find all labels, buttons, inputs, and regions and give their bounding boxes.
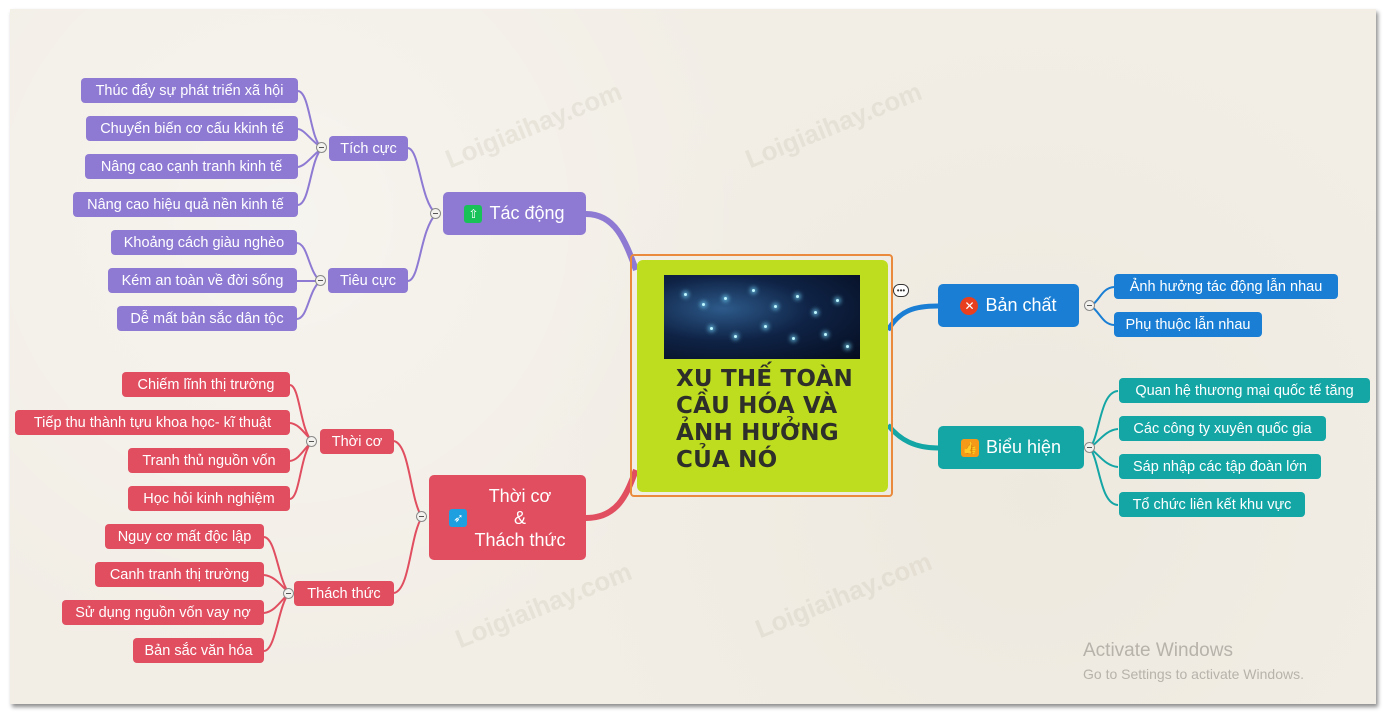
subtopic-tich-cuc[interactable]: Tích cực [329, 136, 408, 161]
leaf-node[interactable]: Nguy cơ mất độc lập [105, 524, 264, 549]
leaf-node[interactable]: Ảnh hưởng tác động lẫn nhau [1114, 274, 1338, 299]
leaf-node[interactable]: Tranh thủ nguồn vốn [128, 448, 290, 473]
subtopic-tieu-cuc[interactable]: Tiêu cực [328, 268, 408, 293]
topic-thoi-co-thach-thuc[interactable]: ➶ Thời cơ & Thách thức [429, 475, 586, 560]
leaf-node[interactable]: Nâng cao cạnh tranh kinh tế [85, 154, 298, 179]
topic-tac-dong[interactable]: ⇧ Tác động [443, 192, 586, 235]
subtopic-thoi-co[interactable]: Thời cơ [320, 429, 394, 454]
comment-icon[interactable]: ••• [893, 284, 909, 297]
collapse-toggle[interactable] [1084, 442, 1095, 453]
collapse-toggle[interactable] [283, 588, 294, 599]
leaf-node[interactable]: Chiếm lĩnh thị trường [122, 372, 290, 397]
leaf-node[interactable]: Sáp nhập các tập đoàn lớn [1119, 454, 1321, 479]
leaf-node[interactable]: Chuyển biến cơ cấu kkinh tế [86, 116, 298, 141]
central-topic-frame [630, 254, 893, 497]
leaf-node[interactable]: Canh tranh thị trường [95, 562, 264, 587]
subtopic-thach-thuc[interactable]: Thách thức [294, 581, 394, 606]
topic-bieu-hien[interactable]: 👍 Biểu hiện [938, 426, 1084, 469]
central-topic-title: XU THẾ TOÀN CẦU HÓA VÀ ẢNH HƯỞNG CỦA NÓ [676, 366, 853, 473]
x-circle-icon: ✕ [960, 296, 979, 315]
collapse-toggle[interactable] [416, 511, 427, 522]
world-network-map-image [664, 275, 860, 359]
collapse-toggle[interactable] [316, 142, 327, 153]
collapse-toggle[interactable] [306, 436, 317, 447]
collapse-toggle[interactable] [1084, 300, 1095, 311]
topic-ban-chat[interactable]: ✕ Bản chất [938, 284, 1079, 327]
thumbs-up-icon: 👍 [960, 438, 979, 457]
leaf-node[interactable]: Khoảng cách giàu nghèo [111, 230, 297, 255]
leaf-node[interactable]: Bản sắc văn hóa [133, 638, 264, 663]
leaf-node[interactable]: Phụ thuộc lẫn nhau [1114, 312, 1262, 337]
leaf-node[interactable]: Kém an toàn về đời sống [108, 268, 297, 293]
leaf-node[interactable]: Quan hệ thương mại quốc tế tăng [1119, 378, 1370, 403]
rocket-icon: ➶ [449, 508, 468, 527]
leaf-node[interactable]: Dễ mất bản sắc dân tộc [117, 306, 297, 331]
collapse-toggle[interactable] [315, 275, 326, 286]
leaf-node[interactable]: Tiếp thu thành tựu khoa học- kĩ thuật [15, 410, 290, 435]
leaf-node[interactable]: Học hỏi kinh nghiệm [128, 486, 290, 511]
leaf-node[interactable]: Sử dụng nguồn vốn vay nợ [62, 600, 264, 625]
arrow-up-icon: ⇧ [464, 204, 483, 223]
collapse-toggle[interactable] [430, 208, 441, 219]
activate-windows-overlay: Activate Windows Go to Settings to activ… [1083, 640, 1304, 682]
leaf-node[interactable]: Tổ chức liên kết khu vực [1119, 492, 1305, 517]
leaf-node[interactable]: Thúc đẩy sự phát triển xã hội [81, 78, 298, 103]
leaf-node[interactable]: Các công ty xuyên quốc gia [1119, 416, 1326, 441]
leaf-node[interactable]: Nâng cao hiệu quả nền kinh tế [73, 192, 298, 217]
